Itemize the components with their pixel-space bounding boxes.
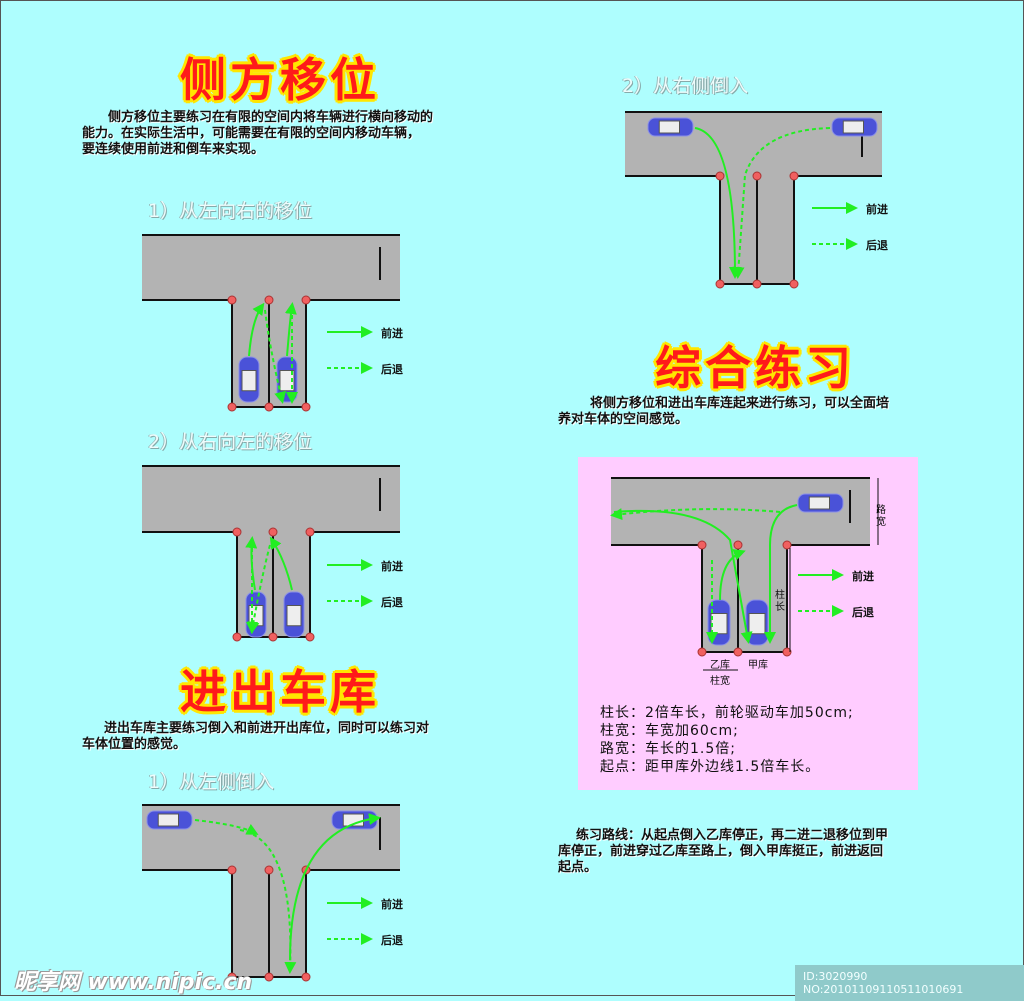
- car-window: [808, 496, 830, 510]
- post-marker: [789, 279, 799, 289]
- practice-route: 练习路线：从起点倒入乙库停正，再二进二退移位到甲 库停正，前进穿过乙库至路上，倒…: [558, 828, 888, 876]
- post-marker: [264, 865, 274, 875]
- post-marker: [305, 632, 315, 642]
- spec-line: 柱宽：车宽加60cm;: [600, 723, 739, 739]
- legend-reverse: 后退: [381, 596, 403, 609]
- car-window: [279, 370, 295, 392]
- side-shift-sub2: 2）从右向左的移位: [148, 431, 313, 453]
- desc-line: 车体位置的感觉。: [82, 737, 187, 752]
- post-marker: [227, 972, 237, 982]
- reverse-path: [264, 309, 286, 404]
- side-shift-description: 侧方移位主要练习在有限的空间内将车辆进行横向移动的 能力。在实际生活中，可能需要…: [82, 110, 433, 158]
- legend-forward: 前进: [866, 203, 888, 216]
- road: [142, 466, 400, 532]
- route-line: 练习路线：从起点倒入乙库停正，再二进二退移位到甲: [576, 828, 889, 843]
- legend-forward: 前进: [381, 560, 403, 573]
- desc-line: 侧方移位主要练习在有限的空间内将车辆进行横向移动的: [108, 110, 434, 125]
- spec-line: 起点：距甲库外边线1.5倍车长。: [600, 759, 821, 775]
- post-width-label: 柱宽: [710, 676, 730, 687]
- forward-path: [764, 504, 798, 644]
- route-line: 起点。: [558, 860, 598, 875]
- garage-sub1: 1）从左侧倒入: [148, 771, 275, 793]
- desc-line: 能力。在实际生活中，可能需要在有限的空间内移动车辆，: [82, 126, 421, 141]
- reverse-path: [247, 544, 271, 634]
- post-marker: [232, 527, 242, 537]
- post-marker: [782, 647, 792, 657]
- post-marker: [733, 647, 743, 657]
- road-width-label: 路宽: [876, 505, 886, 528]
- spec-line: 路宽：车长的1.5倍;: [600, 741, 736, 757]
- legend-reverse: 后退: [381, 363, 403, 376]
- post-marker: [268, 632, 278, 642]
- post-marker: [227, 865, 237, 875]
- post-marker: [264, 402, 274, 412]
- reverse-path: [239, 829, 297, 974]
- post-marker: [264, 295, 274, 305]
- garage-description: 进出车库主要练习倒入和前进开出库位，同时可以练习对 车体位置的感觉。: [82, 721, 429, 753]
- car-window: [658, 120, 680, 134]
- legend-reverse: 后退: [852, 606, 874, 619]
- post-marker: [715, 171, 725, 181]
- forward-path: [613, 509, 753, 644]
- garage-sub2: 2）从右侧倒入: [622, 75, 749, 97]
- post-marker: [752, 279, 762, 289]
- reverse-path: [194, 819, 259, 835]
- forward-path: [284, 302, 297, 357]
- bay-b-label: 乙库: [710, 660, 730, 671]
- legend-forward: 前进: [852, 570, 874, 583]
- post-marker: [305, 527, 315, 537]
- car-window: [842, 120, 864, 134]
- post-length-label: 柱长: [775, 590, 785, 613]
- car-window: [286, 605, 302, 627]
- road: [142, 235, 400, 300]
- combined-title: 综合练习: [655, 341, 855, 395]
- desc-line: 进出车库主要练习倒入和前进开出库位，同时可以练习对: [104, 721, 430, 736]
- post-marker: [227, 295, 237, 305]
- reverse-path: [732, 127, 831, 279]
- car-window: [157, 813, 179, 827]
- post-marker: [752, 171, 762, 181]
- legend-forward: 前进: [381, 898, 403, 911]
- car-window: [710, 613, 728, 635]
- spec-line: 柱长：2倍车长，前轮驱动车加50cm;: [600, 705, 854, 721]
- post-marker: [301, 972, 311, 982]
- desc-line: 养对车体的空间感觉。: [558, 412, 689, 427]
- post-marker: [264, 972, 274, 982]
- post-marker: [301, 402, 311, 412]
- forward-path: [269, 536, 293, 591]
- legend-reverse: 后退: [866, 239, 888, 252]
- route-line: 库停正，前进穿过乙库至路上，倒入甲库挺正，前进返回: [558, 844, 884, 859]
- post-marker: [697, 540, 707, 550]
- watermark-logo: 昵享网 www.nipic.cn: [14, 970, 253, 995]
- car-window: [748, 613, 766, 635]
- post-marker: [697, 647, 707, 657]
- post-marker: [782, 540, 792, 550]
- post-marker: [268, 527, 278, 537]
- combined-description: 将侧方移位和进出车库连起来进行练习，可以全面培 养对车体的空间感觉。: [558, 396, 889, 428]
- desc-line: 将侧方移位和进出车库连起来进行练习，可以全面培: [590, 396, 890, 411]
- post-marker: [227, 402, 237, 412]
- post-marker: [232, 632, 242, 642]
- forward-path: [694, 127, 741, 279]
- legend-reverse: 后退: [381, 934, 403, 947]
- desc-line: 要连续使用前进和倒车来实现。: [82, 142, 265, 157]
- legend-forward: 前进: [381, 327, 403, 340]
- combined-specs: 柱长：2倍车长，前轮驱动车加50cm; 柱宽：车宽加60cm; 路宽：车长的1.…: [600, 704, 854, 776]
- forward-path: [289, 813, 381, 961]
- forward-path: [248, 302, 265, 357]
- forward-path: [719, 549, 746, 601]
- post-marker: [733, 540, 743, 550]
- post-marker: [789, 171, 799, 181]
- side-shift-title: 侧方移位: [180, 53, 380, 107]
- car-window: [241, 370, 257, 392]
- watermark-id: ID:3020990 NO:20101109110511010691: [795, 965, 1024, 1001]
- post-marker: [715, 279, 725, 289]
- garage-title: 进出车库: [180, 665, 380, 719]
- bay-a-label: 甲库: [748, 660, 768, 671]
- side-shift-sub1: 1）从左向右的移位: [148, 200, 313, 222]
- post-marker: [301, 295, 311, 305]
